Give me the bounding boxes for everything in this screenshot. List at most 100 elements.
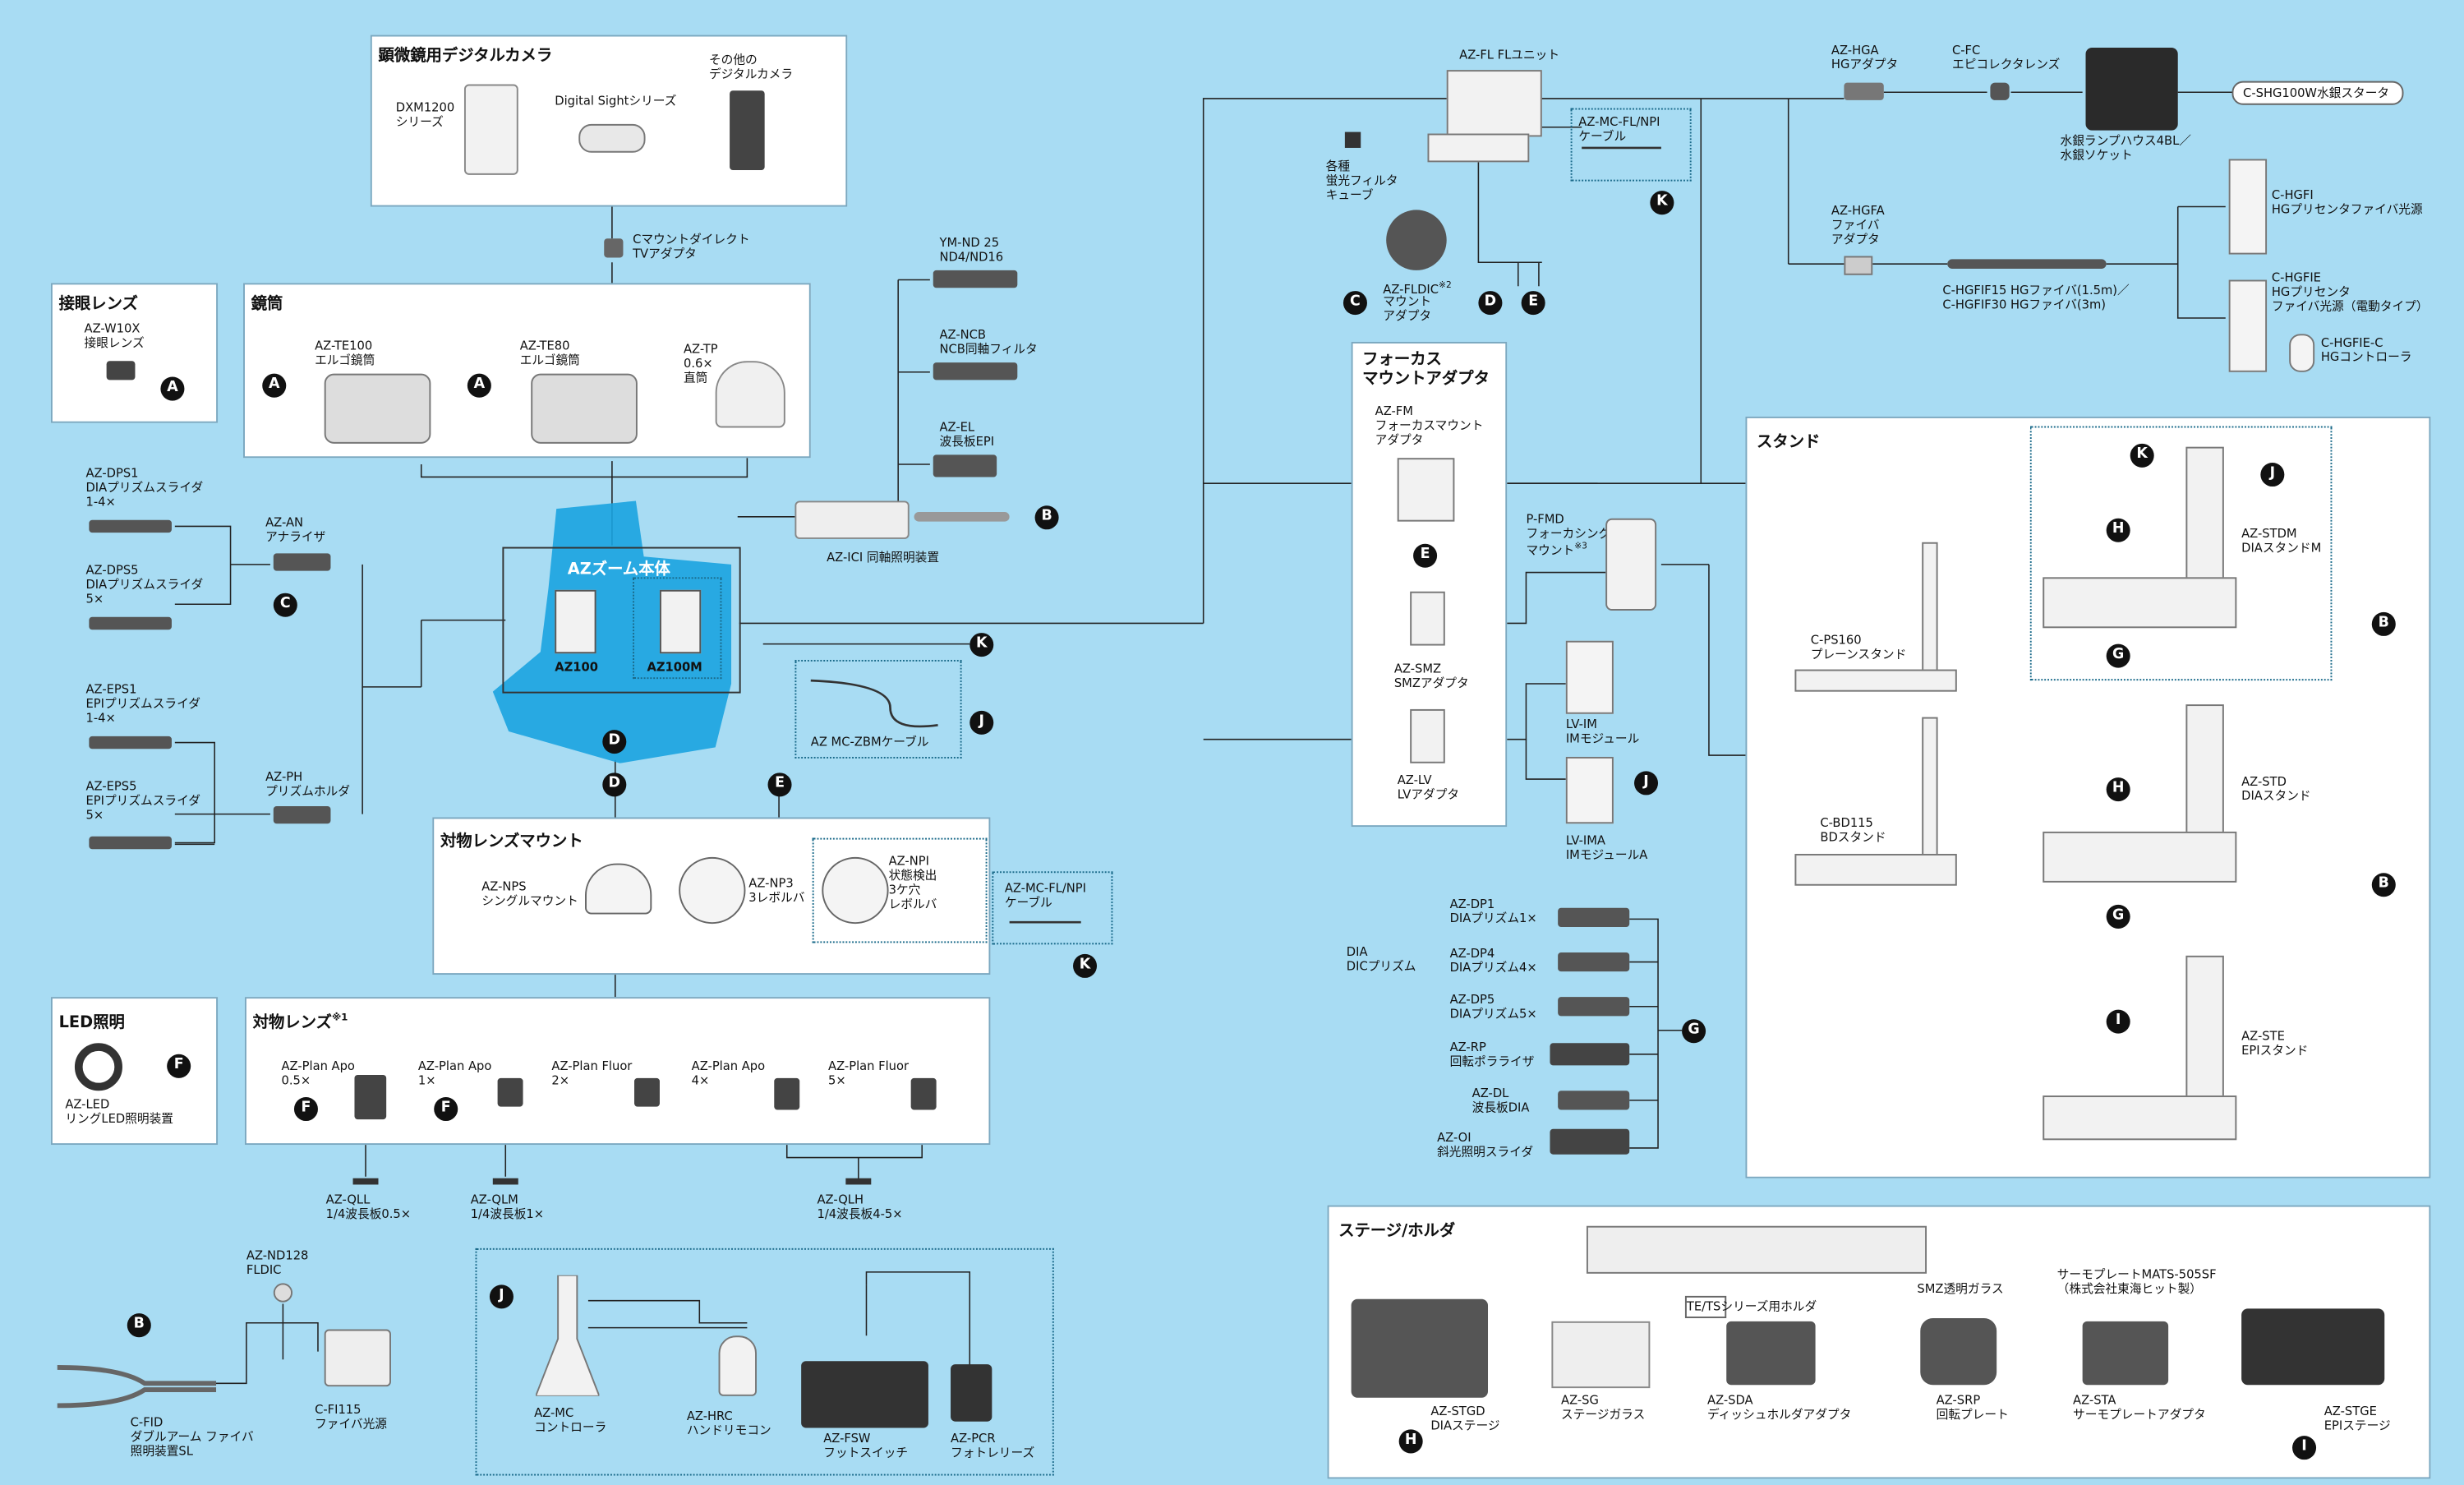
- sta-adapter: [2083, 1321, 2168, 1385]
- marker-e-focus: E: [1413, 544, 1437, 568]
- tp-label: AZ-TP 0.6× 直筒: [684, 342, 718, 385]
- obj4-label: AZ-Plan Apo 4×: [692, 1059, 765, 1088]
- qlm-plate: [493, 1178, 518, 1185]
- smzg-label: SMZ透明ガラス: [1917, 1281, 2003, 1295]
- obj2-label: AZ-Plan Apo 1×: [418, 1059, 491, 1088]
- ste-base: [2043, 1095, 2236, 1140]
- az100m-dotted-box: [633, 577, 721, 679]
- led-panel-title: LED照明: [59, 1008, 125, 1032]
- objectives-panel-title: 対物レンズ: [253, 1014, 332, 1031]
- ps160-label: C-PS160 プレーンスタンド: [1811, 633, 1907, 662]
- zbm-label: AZ MC-ZBMケーブル: [811, 735, 929, 749]
- lv-im-module: [1566, 641, 1614, 714]
- nd128-label: AZ-ND128 FLDIC: [246, 1248, 309, 1277]
- objectives-panel: 対物レンズ※1 AZ-Plan Apo 0.5× F AZ-Plan Apo 1…: [245, 997, 990, 1145]
- eps5-slider: [89, 837, 172, 849]
- np3-revolver: [679, 857, 745, 924]
- marker-h-std: H: [2107, 777, 2130, 801]
- qlh-label: AZ-QLH 1/4波長板4-5×: [817, 1192, 903, 1221]
- marker-j-lv: J: [1634, 771, 1658, 795]
- house-label: 水銀ランプハウス4BL／ 水銀ソケット: [2061, 134, 2191, 163]
- marker-h-stage: H: [1399, 1429, 1423, 1453]
- marker-b-stdm: B: [2372, 612, 2396, 636]
- nps-mount: [585, 864, 652, 915]
- mc-controller: [536, 1275, 599, 1396]
- camera-panel: 顕微鏡用デジタルカメラ DXM1200 シリーズ Digital Sightシリ…: [371, 35, 847, 207]
- smz-label: AZ-SMZ SMZアダプタ: [1394, 662, 1469, 690]
- marker-k-mount: K: [1073, 954, 1097, 978]
- hgfiec-label: C-HGFIE-C HGコントローラ: [2321, 335, 2412, 364]
- sta-label: AZ-STA サーモプレートアダプタ: [2073, 1393, 2206, 1422]
- ste-column: [2185, 956, 2223, 1102]
- obj5-label: AZ-Plan Fluor 5×: [828, 1059, 909, 1088]
- bd115-label: C-BD115 BDスタンド: [1820, 816, 1886, 845]
- rp-label: AZ-RP 回転ポラライザ: [1450, 1040, 1535, 1068]
- fl-mcfl-label: AZ-MC-FL/NPI ケーブル: [1578, 114, 1660, 143]
- fldic-desc: マウント アダプタ: [1383, 294, 1431, 323]
- ymnd-label: YM-ND 25 ND4/ND16: [939, 235, 1003, 264]
- az100-label: AZ100: [555, 660, 598, 674]
- hgfa-label: AZ-HGFA ファイバ アダプタ: [1831, 204, 1885, 247]
- marker-e-mount: E: [768, 772, 792, 796]
- ds-label: Digital Sightシリーズ: [555, 94, 676, 108]
- objmount-panel-title: 対物レンズマウント: [440, 827, 583, 851]
- dps5-slider: [89, 617, 172, 630]
- ncb-label: AZ-NCB NCB同軸フィルタ: [939, 328, 1037, 357]
- starter-label: C-SHG100W水銀スタータ: [2243, 85, 2389, 99]
- obj1: [354, 1075, 386, 1119]
- fm-label: AZ-FM フォーカスマウント アダプタ: [1375, 404, 1484, 446]
- marker-d-zoom: D: [602, 730, 626, 754]
- srp-plate: [1920, 1318, 1997, 1385]
- mcfl-label-mount: AZ-MC-FL/NPI ケーブル: [1005, 881, 1086, 910]
- filter-cube: [1345, 132, 1361, 148]
- fldic-note-mark: ※2: [1439, 281, 1452, 291]
- dic-title: DIA DICプリズム: [1347, 944, 1416, 973]
- eps5-label: AZ-EPS5 EPIプリズムスライダ 5×: [85, 779, 200, 822]
- nd128-filter: [274, 1283, 292, 1302]
- obj1-label: AZ-Plan Apo 0.5×: [281, 1059, 354, 1088]
- el-label: AZ-EL 波長板EPI: [939, 420, 994, 449]
- bd115-base: [1794, 854, 1956, 886]
- obj2: [498, 1078, 523, 1107]
- dp5-prism: [1558, 997, 1629, 1016]
- camera-panel-title: 顕微鏡用デジタルカメラ: [378, 41, 552, 65]
- ymnd-filter: [933, 270, 1018, 288]
- std-label: AZ-STD DIAスタンド: [2241, 774, 2310, 803]
- sda-label: AZ-SDA ディッシュホルダアダプタ: [1707, 1393, 1851, 1422]
- pfmd-mount: [1605, 519, 1656, 611]
- fl-unit-label: AZ-FL FLユニット: [1459, 48, 1559, 62]
- marker-k-fl: K: [1650, 191, 1674, 214]
- led-label: AZ-LED リングLED照明装置: [65, 1097, 173, 1126]
- fi115-label: C-FI115 ファイバ光源: [315, 1403, 387, 1432]
- marker-g-std: G: [2107, 905, 2130, 929]
- te80-tube: [531, 374, 638, 444]
- dxm-camera: [464, 85, 518, 175]
- stgd-stage: [1352, 1299, 1488, 1398]
- stgd-label: AZ-STGD DIAステージ: [1430, 1404, 1499, 1432]
- lv-ima-module: [1566, 757, 1614, 823]
- te100-label: AZ-TE100 エルゴ鏡筒: [315, 339, 375, 367]
- tp-tube: [716, 361, 785, 427]
- cfc-label: C-FC エピコレクタレンズ: [1952, 43, 2060, 71]
- marker-g-dic: G: [1682, 1019, 1706, 1043]
- marker-b-std: B: [2372, 873, 2396, 897]
- ste-label: AZ-STE EPIスタンド: [2241, 1029, 2308, 1058]
- starter-box: C-SHG100W水銀スタータ: [2232, 81, 2404, 105]
- hgfie-label: C-HGFIE HGプリセンタ ファイバ光源（電動タイプ）: [2272, 270, 2429, 313]
- fm-adapter: [1398, 458, 1455, 521]
- std-base: [2043, 832, 2236, 883]
- eyepiece-panel-title: 接眼レンズ: [59, 289, 138, 313]
- other-camera-label: その他の デジタルカメラ: [709, 53, 793, 81]
- obj3: [634, 1078, 660, 1107]
- stage-panel: ステージ/ホルダ AZ-STGD DIAステージ H AZ-SG ステージガラス…: [1328, 1206, 2431, 1479]
- hg-lamphouse: [2086, 48, 2178, 131]
- fl-unit-base: [1427, 134, 1529, 163]
- led-ring: [75, 1043, 122, 1091]
- hgfif-fiber: [1947, 259, 2106, 269]
- w10x-eyepiece: [107, 361, 136, 380]
- obj3-label: AZ-Plan Fluor 2×: [551, 1059, 632, 1088]
- objectives-note-mark: ※1: [332, 1012, 348, 1024]
- qll-plate: [353, 1178, 379, 1185]
- npi-dotted-box: [813, 838, 988, 943]
- w10x-label: AZ-W10X 接眼レンズ: [85, 321, 145, 350]
